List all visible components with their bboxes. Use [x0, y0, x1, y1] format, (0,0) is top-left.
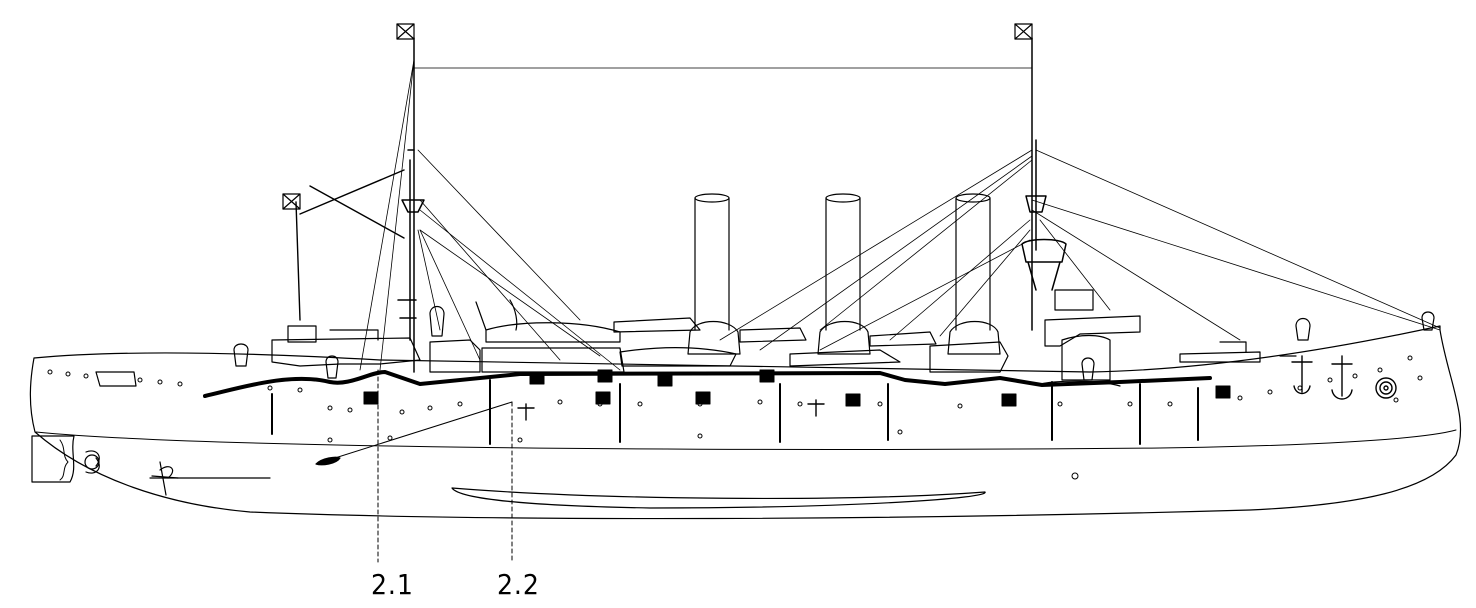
superstructure	[271, 289, 1297, 387]
section-label-2-1: 2.1	[371, 568, 414, 601]
funnel-2	[817, 193, 871, 355]
funnel-1	[687, 193, 741, 355]
rigging	[359, 59, 1441, 371]
funnel-3	[947, 193, 1001, 355]
mizzen-gaff	[295, 169, 405, 321]
portholes	[47, 355, 1423, 480]
deck-line	[203, 370, 1212, 398]
anchors	[517, 355, 1397, 421]
foremast	[1021, 37, 1067, 331]
flags	[282, 23, 1033, 210]
ventilators	[233, 305, 1435, 381]
rudder	[31, 435, 75, 483]
bilge-keel	[451, 487, 986, 509]
section-callouts	[315, 369, 513, 563]
funnels	[687, 193, 1001, 355]
flag-mainmast	[396, 23, 415, 40]
gun-ports	[363, 369, 1231, 407]
section-label-2-2: 2.2	[497, 568, 540, 601]
stern-davit-box	[95, 371, 137, 387]
propeller-shaft	[149, 461, 271, 496]
mainmast	[397, 37, 425, 373]
propeller	[84, 450, 100, 474]
flag-gaff	[282, 193, 301, 210]
torpedo-port	[315, 456, 341, 466]
boat-booms	[271, 379, 1199, 445]
flag-foremast	[1014, 23, 1033, 40]
hull	[29, 325, 1462, 520]
